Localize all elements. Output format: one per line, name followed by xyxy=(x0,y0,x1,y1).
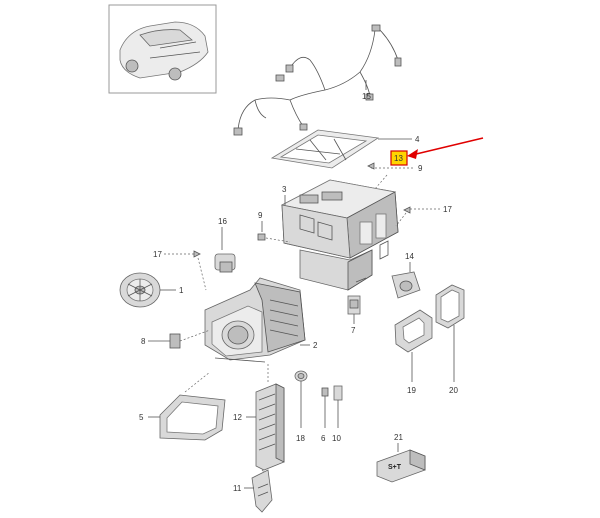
callout-13-box xyxy=(390,150,408,166)
callout-10: 10 xyxy=(332,434,341,443)
callout-18: 18 xyxy=(296,434,305,443)
callout-19: 19 xyxy=(407,386,416,395)
actuator-16 xyxy=(214,253,236,273)
callout-20: 20 xyxy=(449,386,458,395)
callout-14: 14 xyxy=(405,252,414,261)
callout-12: 12 xyxy=(233,413,242,422)
callout-8: 8 xyxy=(141,337,146,346)
callout-16: 16 xyxy=(218,217,227,226)
outlet-bezel-19 xyxy=(394,309,433,353)
label-tag xyxy=(376,449,426,483)
label-21-text: S+T xyxy=(388,464,402,471)
outlet-bezel-20 xyxy=(435,284,465,329)
callout-5: 5 xyxy=(139,413,144,422)
car-thumbnail xyxy=(108,4,217,94)
arrow-shaft xyxy=(411,137,484,156)
callout-17-left: 17 xyxy=(153,250,162,259)
bracket xyxy=(251,469,273,513)
callout-9-left: 9 xyxy=(258,211,263,220)
callout-13: 13 xyxy=(394,154,403,163)
actuator-7 xyxy=(347,295,361,315)
arrow-head xyxy=(407,149,418,159)
filter-frame xyxy=(270,129,380,169)
hvac-housing xyxy=(280,179,399,291)
gasket-frame xyxy=(159,394,226,441)
callout-2: 2 xyxy=(313,341,318,350)
lower-housing xyxy=(204,277,306,363)
callout-17-right: 17 xyxy=(443,205,452,214)
callout-9-top: 9 xyxy=(418,164,423,173)
blower-motor xyxy=(119,272,161,308)
callout-21: 21 xyxy=(394,433,403,442)
callout-7: 7 xyxy=(351,326,356,335)
callout-4: 4 xyxy=(415,135,420,144)
callout-6: 6 xyxy=(321,434,326,443)
callout-3: 3 xyxy=(282,185,287,194)
wiring-harness xyxy=(233,24,402,136)
callout-1: 1 xyxy=(179,286,184,295)
actuator-14 xyxy=(391,271,421,299)
heater-core xyxy=(255,383,285,471)
callout-15: 15 xyxy=(362,92,371,101)
callout-11: 11 xyxy=(233,484,242,493)
